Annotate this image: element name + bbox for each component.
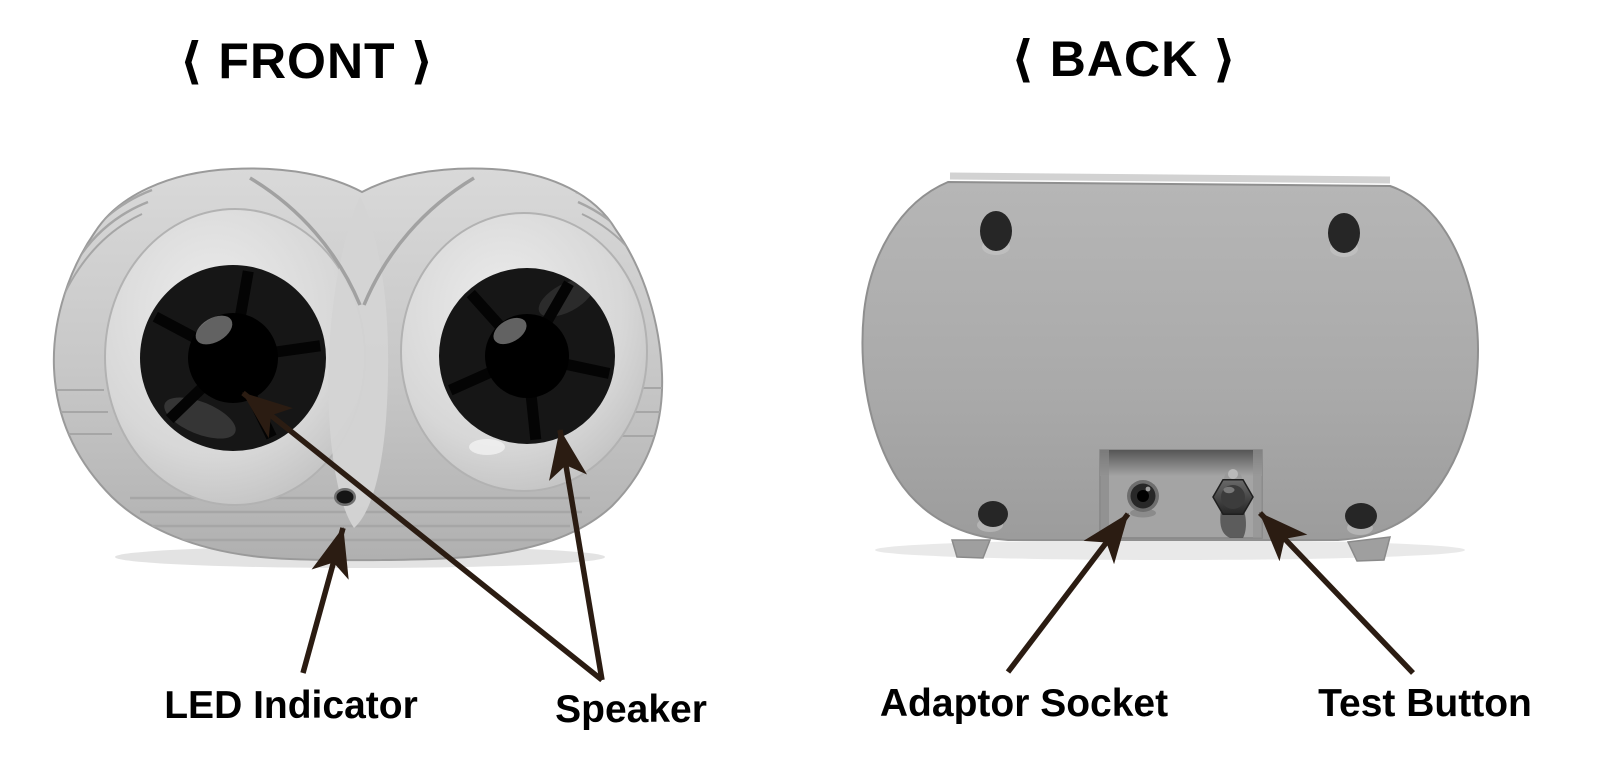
bezel-highlight	[469, 439, 505, 455]
back-device-body	[861, 180, 1479, 541]
arrow-test-button	[1258, 511, 1415, 675]
speaker-dome-highlight	[195, 315, 233, 345]
arrow-speaker-right	[549, 428, 605, 681]
front-center-crest	[328, 196, 389, 528]
right-speaker	[439, 268, 615, 444]
led-indicator-label: LED Indicator	[164, 684, 418, 727]
front-device-photo	[52, 167, 664, 568]
screw-hole-top-right	[1328, 213, 1360, 253]
arrow-adaptor-socket	[1005, 512, 1131, 674]
led-indicator-hole	[334, 488, 356, 506]
speaker-label: Speaker	[555, 688, 707, 731]
adaptor-socket	[1127, 480, 1159, 518]
back-top-rim	[949, 172, 1391, 184]
screw-hole-top-left	[980, 211, 1012, 251]
back-device-shadow	[875, 540, 1465, 560]
screw-holes	[977, 211, 1377, 535]
crest-ridge-lines	[249, 176, 475, 306]
back-view-title: ⟨ BACK ⟩	[1011, 31, 1237, 87]
arrow-led-indicator	[300, 526, 349, 674]
screw-hole-bottom-left	[978, 501, 1008, 527]
arrow-speaker-left	[241, 390, 604, 683]
back-device-photo	[861, 172, 1479, 562]
front-view-title: ⟨ FRONT ⟩	[179, 33, 435, 89]
speaker-dome-highlight	[493, 317, 527, 345]
back-foot-left	[950, 539, 992, 559]
screw-hole-bottom-right	[1345, 503, 1377, 529]
test-button	[1212, 469, 1254, 538]
left-speaker	[140, 265, 326, 451]
callout-arrows	[241, 390, 1415, 683]
adaptor-socket-label: Adaptor Socket	[879, 682, 1169, 725]
test-button-label: Test Button	[1318, 682, 1532, 725]
back-foot-right	[1346, 536, 1392, 562]
